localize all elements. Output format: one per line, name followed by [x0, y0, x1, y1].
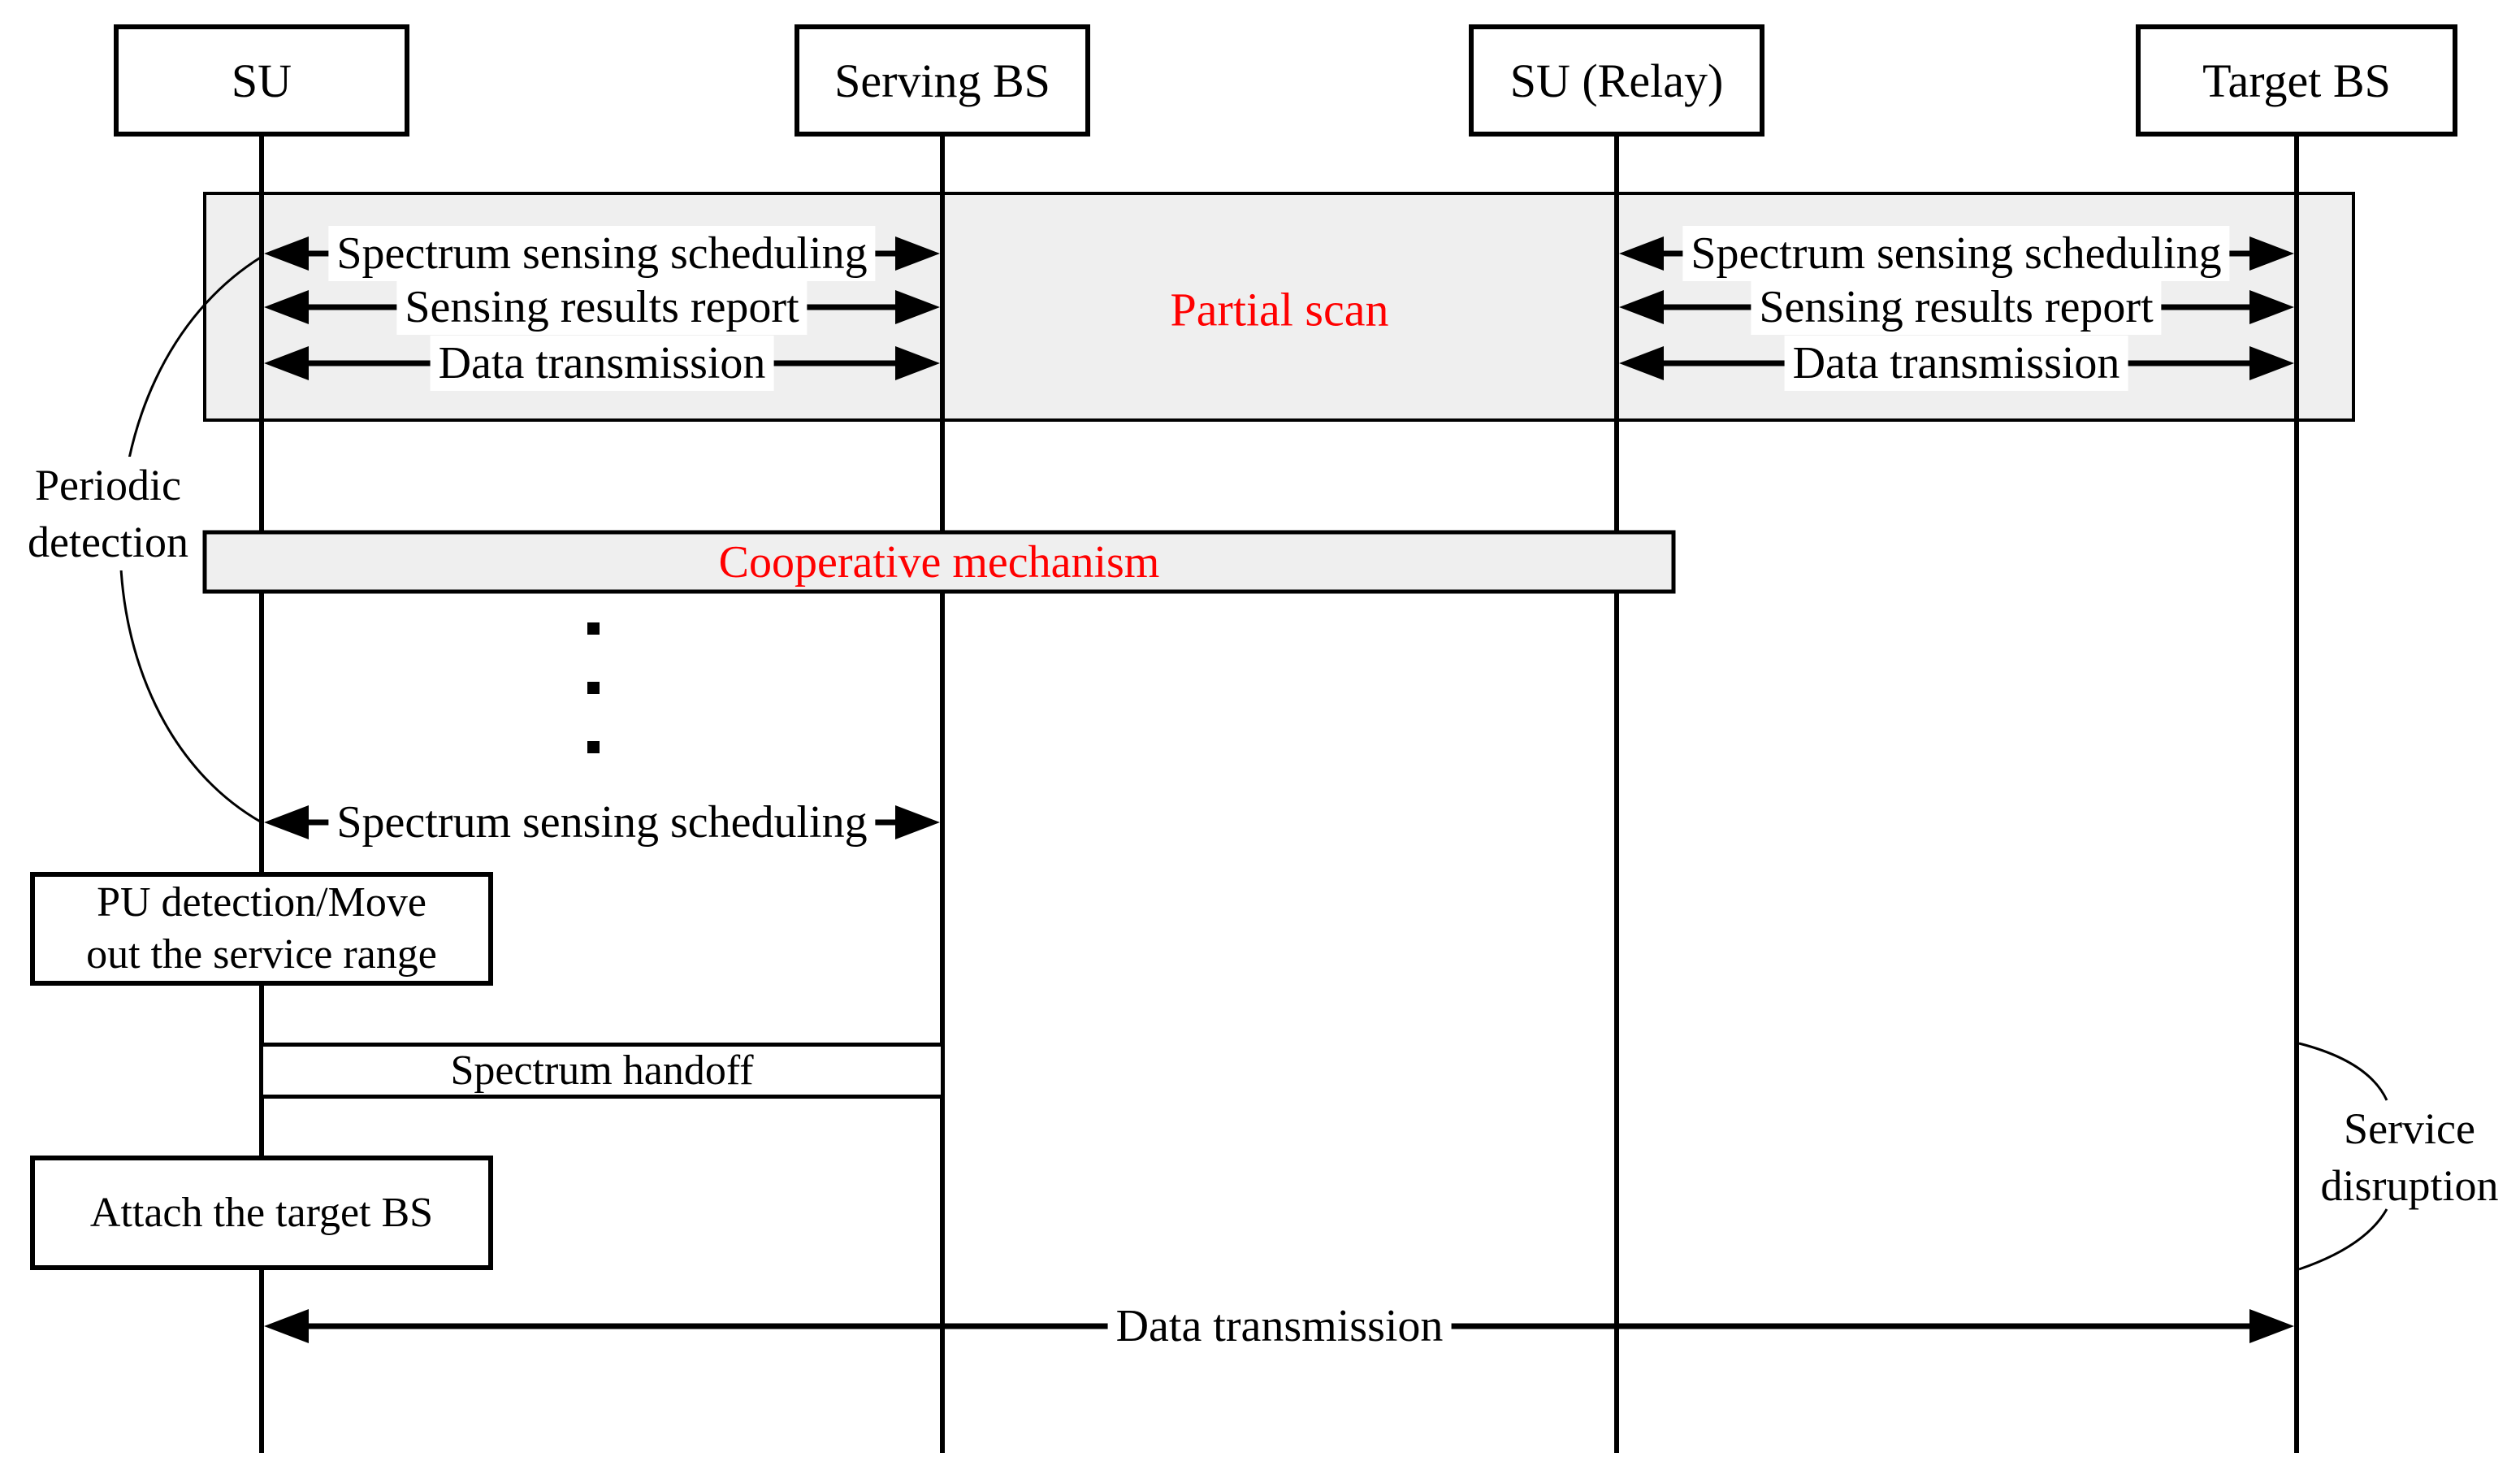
- attach-target-bs-box: Attach the target BS: [30, 1156, 493, 1270]
- msg-final-data-transmission-label: Data transmission: [1107, 1299, 1452, 1354]
- periodic-detection-line2: detection: [28, 518, 188, 566]
- cooperative-bar: [202, 530, 1676, 594]
- pu-detection-box: PU detection/Move out the service range: [30, 872, 493, 986]
- attach-target-bs-label: Attach the target BS: [89, 1189, 434, 1236]
- actor-box-serving-bs: Serving BS: [795, 24, 1090, 137]
- msg-sensing-scheduling-label: Spectrum sensing scheduling: [328, 795, 876, 850]
- actor-box-target-bs: Target BS: [2136, 24, 2457, 137]
- actor-box-su-relay: SU (Relay): [1469, 24, 1764, 137]
- periodic-detection-note: Periodic detection: [21, 457, 195, 570]
- actor-label-su-relay: SU (Relay): [1509, 54, 1724, 107]
- msg-left-sensing-report: Sensing results report: [396, 280, 808, 335]
- msg-right-data-transmission: Data transmission: [1784, 336, 2128, 391]
- spectrum-handoff-box: Spectrum handoff: [259, 1043, 945, 1099]
- vertical-ellipsis: [587, 622, 600, 753]
- service-disruption-note: Service disruption: [2320, 1100, 2498, 1214]
- service-disruption-arc-top: [2298, 1042, 2388, 1101]
- actor-label-serving-bs: Serving BS: [834, 54, 1050, 107]
- partial-scan-label: Partial scan: [1170, 283, 1389, 336]
- msg-left-data-transmission: Data transmission: [430, 336, 774, 391]
- actor-label-su: SU: [231, 54, 292, 107]
- cooperative-mechanism-label: Cooperative mechanism: [718, 537, 1160, 588]
- actor-box-su: SU: [114, 24, 409, 137]
- msg-left-sensing-scheduling: Spectrum sensing scheduling: [328, 226, 876, 281]
- msg-right-sensing-report: Sensing results report: [1751, 280, 2162, 335]
- service-disruption-line2: disruption: [2320, 1161, 2499, 1210]
- actor-label-target-bs: Target BS: [2202, 54, 2391, 107]
- periodic-detection-line1: Periodic: [35, 461, 181, 510]
- service-disruption-arc-bottom: [2298, 1208, 2388, 1271]
- pu-detection-line2: out the service range: [86, 931, 437, 978]
- msg-right-sensing-scheduling: Spectrum sensing scheduling: [1682, 226, 2230, 281]
- spectrum-handoff-label: Spectrum handoff: [450, 1047, 754, 1094]
- service-disruption-line1: Service: [2344, 1104, 2475, 1153]
- pu-detection-line1: PU detection/Move: [97, 879, 426, 926]
